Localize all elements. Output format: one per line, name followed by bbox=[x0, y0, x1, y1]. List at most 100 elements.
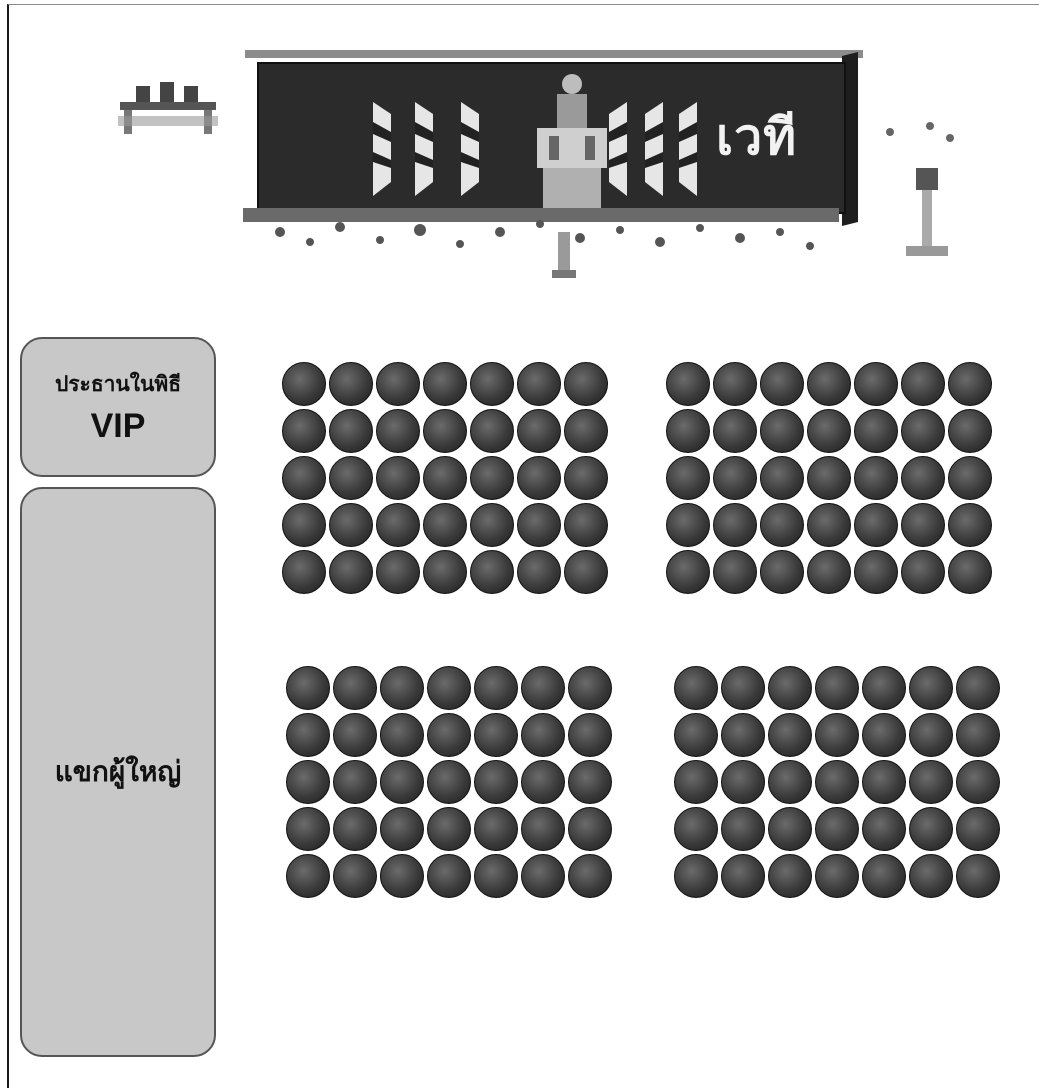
seat bbox=[956, 854, 1000, 898]
seat bbox=[521, 760, 565, 804]
seat bbox=[721, 854, 765, 898]
seat bbox=[470, 409, 514, 453]
seat bbox=[760, 456, 804, 500]
seat bbox=[768, 713, 812, 757]
seat bbox=[333, 807, 377, 851]
seat bbox=[901, 503, 945, 547]
seat bbox=[517, 550, 561, 594]
seat bbox=[423, 550, 467, 594]
seat bbox=[815, 807, 859, 851]
seat bbox=[768, 760, 812, 804]
seat bbox=[564, 503, 608, 547]
seat bbox=[380, 713, 424, 757]
seat bbox=[376, 362, 420, 406]
seat bbox=[901, 550, 945, 594]
legend-guests: แขกผู้ใหญ่ bbox=[20, 487, 216, 1057]
flag-icon bbox=[411, 102, 435, 196]
seat bbox=[521, 807, 565, 851]
seat bbox=[854, 362, 898, 406]
seat bbox=[470, 456, 514, 500]
seat bbox=[854, 409, 898, 453]
seat bbox=[807, 503, 851, 547]
seat bbox=[760, 362, 804, 406]
flowers-decoration bbox=[240, 212, 840, 272]
seat bbox=[862, 854, 906, 898]
seat bbox=[286, 807, 330, 851]
flag-icon bbox=[369, 102, 393, 196]
seat bbox=[521, 854, 565, 898]
seat-block-bottom-left bbox=[286, 666, 614, 900]
seat bbox=[713, 503, 757, 547]
seat bbox=[474, 760, 518, 804]
seat bbox=[380, 854, 424, 898]
seat bbox=[286, 713, 330, 757]
seat bbox=[423, 456, 467, 500]
seat bbox=[948, 362, 992, 406]
seat bbox=[282, 409, 326, 453]
seat bbox=[329, 503, 373, 547]
seat bbox=[286, 854, 330, 898]
seat bbox=[815, 760, 859, 804]
seat bbox=[333, 760, 377, 804]
seat bbox=[713, 456, 757, 500]
seat bbox=[474, 713, 518, 757]
seat bbox=[380, 666, 424, 710]
seat bbox=[666, 456, 710, 500]
seat bbox=[956, 713, 1000, 757]
seat bbox=[282, 362, 326, 406]
seat bbox=[427, 807, 471, 851]
seat bbox=[948, 550, 992, 594]
seat bbox=[807, 456, 851, 500]
seat bbox=[807, 409, 851, 453]
seat-block-top-left bbox=[282, 362, 610, 596]
seat bbox=[862, 666, 906, 710]
seat bbox=[286, 760, 330, 804]
seat bbox=[807, 550, 851, 594]
seat bbox=[427, 713, 471, 757]
seat bbox=[282, 456, 326, 500]
seat bbox=[282, 503, 326, 547]
seat bbox=[376, 409, 420, 453]
legend-guests-label: แขกผู้ใหญ่ bbox=[55, 750, 182, 794]
seat bbox=[564, 409, 608, 453]
lectern-icon bbox=[552, 228, 576, 278]
seat bbox=[376, 456, 420, 500]
chairs-illustration bbox=[112, 72, 224, 144]
seat bbox=[721, 760, 765, 804]
seat bbox=[517, 409, 561, 453]
seat bbox=[862, 760, 906, 804]
seat bbox=[286, 666, 330, 710]
legend-vip-label: ประธานในพิธี bbox=[55, 368, 181, 401]
seat bbox=[427, 854, 471, 898]
seat bbox=[329, 550, 373, 594]
seat bbox=[760, 503, 804, 547]
seat bbox=[568, 807, 612, 851]
seat bbox=[948, 456, 992, 500]
seat bbox=[376, 503, 420, 547]
seat bbox=[721, 713, 765, 757]
seat bbox=[956, 760, 1000, 804]
seat bbox=[948, 409, 992, 453]
flag-icon bbox=[677, 102, 701, 196]
plant-decoration bbox=[870, 118, 980, 278]
seat bbox=[376, 550, 420, 594]
stage-label: เวที bbox=[716, 112, 797, 162]
seat bbox=[674, 666, 718, 710]
seat bbox=[956, 807, 1000, 851]
seat bbox=[815, 854, 859, 898]
seat bbox=[807, 362, 851, 406]
seat bbox=[329, 409, 373, 453]
seat bbox=[901, 362, 945, 406]
seat bbox=[333, 854, 377, 898]
seat bbox=[474, 854, 518, 898]
seat bbox=[521, 666, 565, 710]
seat bbox=[427, 760, 471, 804]
seat bbox=[470, 362, 514, 406]
seat bbox=[909, 666, 953, 710]
seat bbox=[909, 854, 953, 898]
seat bbox=[713, 362, 757, 406]
seat bbox=[282, 550, 326, 594]
seat bbox=[470, 550, 514, 594]
legend-vip-sublabel: VIP bbox=[91, 407, 146, 446]
seat bbox=[862, 713, 906, 757]
